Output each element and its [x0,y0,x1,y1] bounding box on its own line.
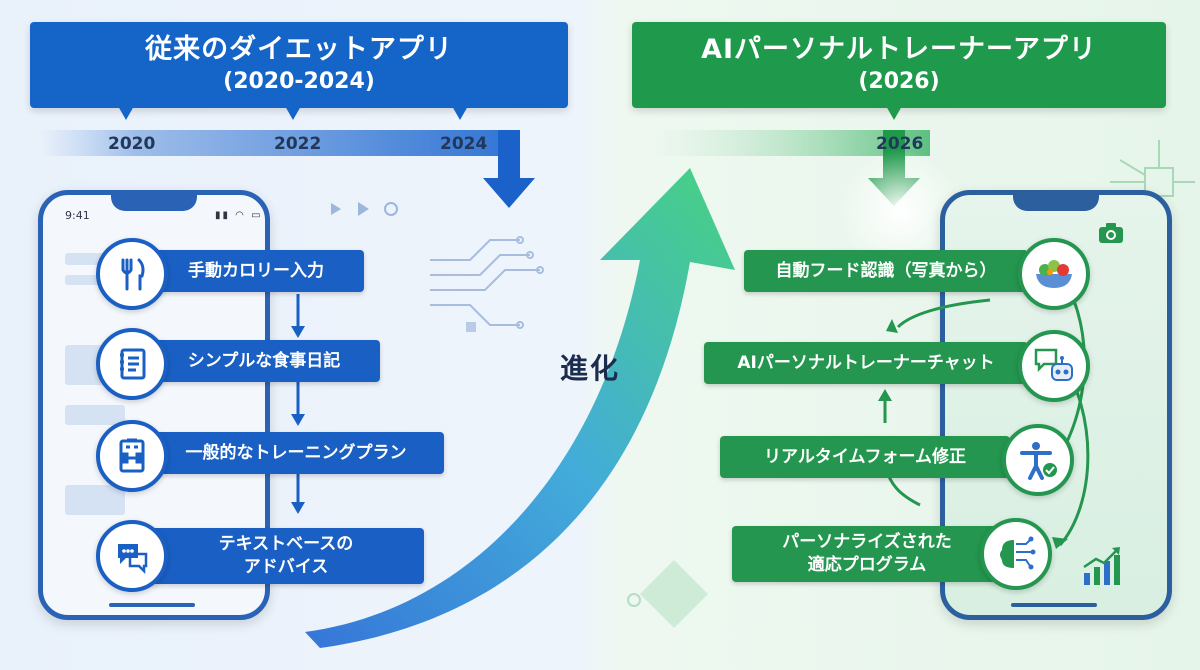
fork-knife-icon [96,238,168,310]
legacy-title-ticks [118,106,468,120]
ai-app-title: AIパーソナルトレーナーアプリ [701,34,1097,65]
legacy-flow-arrows [291,294,305,514]
year-label-2024: 2024 [440,134,488,154]
evolution-arrow [305,168,735,648]
salad-bowl-icon [1018,238,1090,310]
year-label-2026: 2026 [876,134,924,154]
growth-chart-icon [1083,547,1120,585]
ai-app-title-box: AIパーソナルトレーナーアプリ (2026) [632,22,1166,108]
feature-realtime-form-correction: リアルタイムフォーム修正 [720,436,1010,478]
home-indicator [1011,603,1097,607]
feature-text-based-advice: テキストベースの アドバイス [148,528,424,584]
feature-manual-calorie-input: 手動カロリー入力 [148,250,364,292]
notebook-icon [96,328,168,400]
ai-brain-icon [980,518,1052,590]
feature-text-advice-line1: テキストベースの [218,534,354,554]
ai-title-ticks [886,106,902,120]
phone-notch [1013,195,1099,211]
evolution-label: 進化 [560,352,621,385]
status-icons: ▮▮ ◠ ▭ [215,210,263,221]
home-indicator [109,603,195,607]
chat-bubbles-icon [96,520,168,592]
feature-text-advice-line2: アドバイス [243,557,329,577]
left-timeline-band [40,130,520,156]
feature-generic-training-plan: 一般的なトレーニングプラン [148,432,444,474]
camera-icon [1099,223,1123,243]
year-label-2022: 2022 [274,134,322,154]
feature-auto-food-recognition: 自動フード認識（写真から） [744,250,1028,292]
feature-simple-meal-diary: シンプルな食事日記 [148,340,380,382]
phone-notch [111,195,197,211]
media-controls-decor [331,202,398,216]
left-timeline-arrow [483,130,535,208]
left-circuit-decor [430,236,544,329]
body-check-icon [1002,424,1074,496]
feature-adaptive-line1: パーソナライズされた [782,532,952,552]
robot-chat-icon [1018,330,1090,402]
legacy-app-title: 従来のダイエットアプリ [145,34,453,65]
feature-adaptive-line2: 適応プログラム [807,555,927,575]
dumbbell-clipboard-icon [96,420,168,492]
legacy-app-period: (2020-2024) [223,69,375,94]
year-label-2020: 2020 [108,134,156,154]
feature-personalized-adaptive-program: パーソナライズされた 適応プログラム [732,526,1002,582]
legacy-app-title-box: 従来のダイエットアプリ (2020-2024) [30,22,568,108]
ai-app-period: (2026) [858,69,940,94]
status-time: 9:41 [65,209,90,222]
feature-ai-trainer-chat: AIパーソナルトレーナーチャット [704,342,1028,384]
